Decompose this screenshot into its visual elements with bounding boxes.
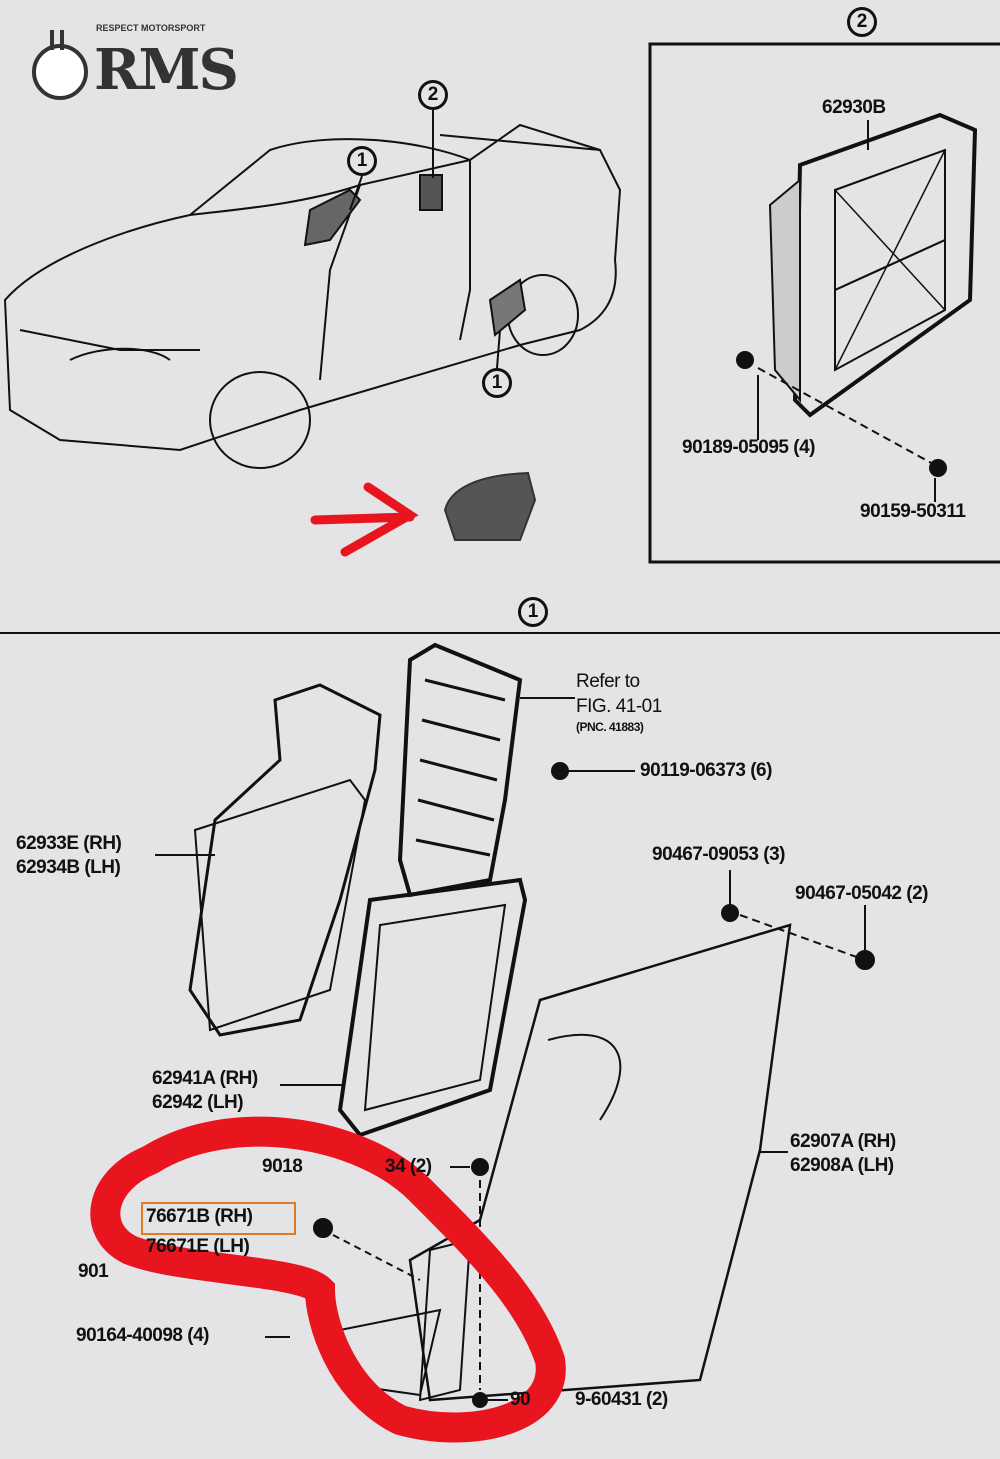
part-90467-05042: 90467-05042 (2) (795, 883, 929, 904)
part-34-fragment: 34 (2) (385, 1156, 432, 1177)
mascot-icon (32, 30, 88, 100)
part-90119-06373: 90119-06373 (6) (640, 760, 772, 781)
inset-part-62930B (736, 112, 978, 502)
logo-tagline: RESPECT MOTORSPORT (96, 23, 206, 33)
highlight-box-76671B (141, 1202, 296, 1235)
callout-2-inset: 2 (847, 7, 877, 37)
part-62941A: 62941A (RH) (152, 1068, 258, 1089)
logo-text: RMS (94, 37, 239, 103)
part-62942: 62942 (LH) (152, 1092, 244, 1113)
part-62930B: 62930B (822, 97, 886, 118)
callout-1-car-top: 1 (347, 146, 377, 176)
refer-pnc-label: (PNC. 41883) (576, 720, 644, 734)
rms-logo: RESPECT MOTORSPORT RMS (30, 24, 270, 106)
callout-1-car-bottom: 1 (482, 368, 512, 398)
part-62933E: 62933E (RH) (16, 833, 122, 854)
part-90159-50311: 90159-50311 (860, 501, 966, 522)
part-901-fragment: 901 (78, 1261, 109, 1282)
clip-photo (443, 471, 537, 541)
part-62934B: 62934B (LH) (16, 857, 121, 878)
part-62908A: 62908A (LH) (790, 1155, 894, 1176)
part-60431: 9-60431 (2) (575, 1389, 668, 1410)
part-76671E: 76671E (LH) (146, 1236, 250, 1257)
callout-1-section: 1 (518, 597, 548, 627)
part-62907A: 62907A (RH) (790, 1131, 896, 1152)
part-9018-fragment: 9018 (262, 1156, 303, 1177)
car-drawing (3, 123, 622, 469)
part-90-fragment: 90 (510, 1389, 531, 1410)
refer-fig-label: FIG. 41-01 (576, 696, 662, 717)
inset-box-2 (648, 42, 1000, 564)
red-arrow (310, 482, 419, 557)
red-annotation-loop (90, 1116, 566, 1443)
callout-2-car: 2 (418, 80, 448, 110)
part-90189-05095: 90189-05095 (4) (682, 437, 816, 458)
part-90467-09053: 90467-09053 (3) (652, 844, 786, 865)
part-76671B: 76671B (RH) (146, 1206, 253, 1227)
refer-to-label: Refer to (576, 671, 640, 692)
part-90164-40098: 90164-40098 (4) (76, 1325, 210, 1346)
section1-drawing (155, 642, 875, 1408)
